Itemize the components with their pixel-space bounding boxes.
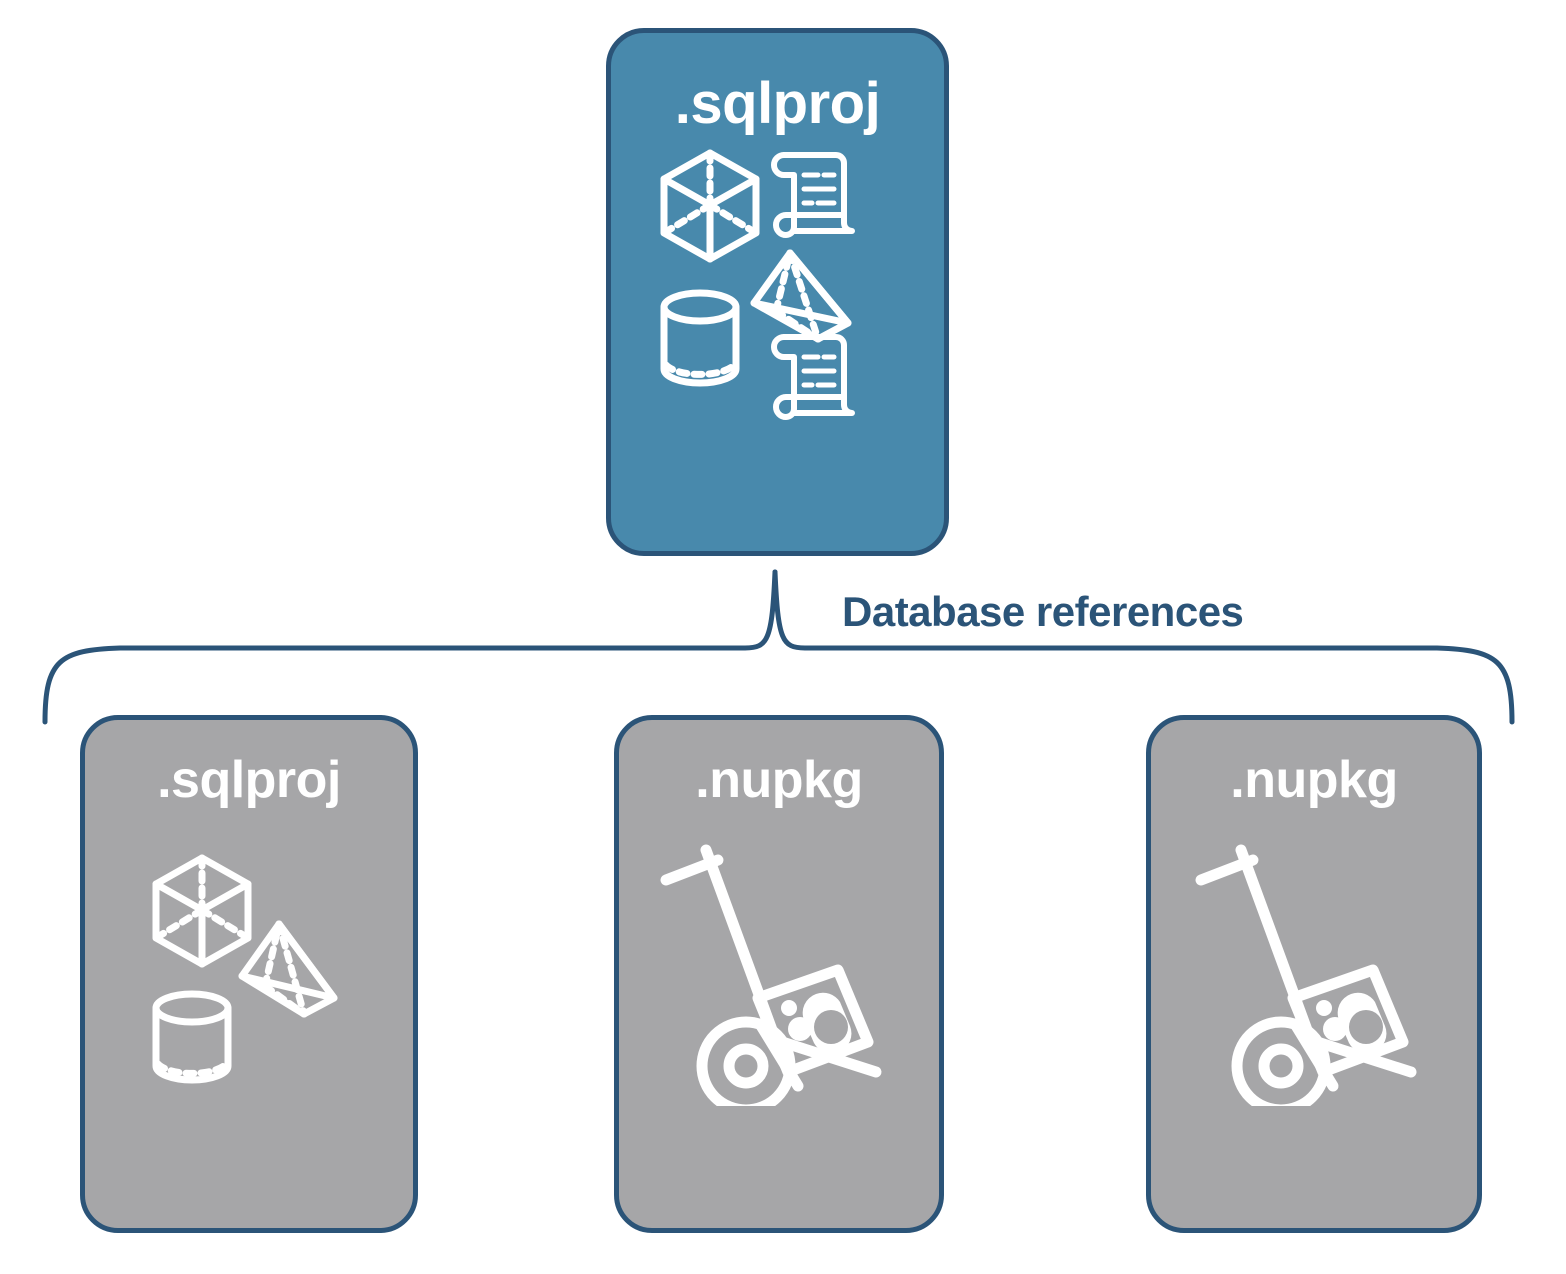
script-scroll-icon — [770, 152, 855, 238]
cube-icon — [152, 854, 252, 968]
hand-truck-package-icon — [1195, 844, 1417, 1106]
cylinder-icon — [660, 289, 739, 387]
script-scroll-icon — [770, 334, 855, 420]
ref-nupkg-2-icon-group — [1195, 844, 1417, 1106]
node-ref-sqlproj[interactable]: .sqlproj — [80, 715, 418, 1233]
node-ref-nupkg-2-label: .nupkg — [1230, 751, 1398, 809]
pyramid-icon — [750, 249, 851, 343]
hand-truck-package-icon — [660, 844, 882, 1106]
node-ref-sqlproj-label: .sqlproj — [157, 751, 341, 809]
pyramid-icon — [238, 920, 338, 1018]
node-ref-nupkg-2[interactable]: .nupkg — [1146, 715, 1482, 1233]
package-hole-icon — [814, 1010, 848, 1044]
node-ref-nupkg-1[interactable]: .nupkg — [614, 715, 944, 1233]
node-ref-nupkg-1-label: .nupkg — [695, 751, 863, 809]
cube-icon — [660, 149, 759, 263]
connector-label: Database references — [842, 588, 1244, 635]
cylinder-icon — [152, 990, 232, 1084]
ref-nupkg-1-icon-group — [660, 844, 882, 1106]
node-root-sqlproj[interactable]: .sqlproj — [606, 28, 949, 556]
package-hole-icon — [1349, 1010, 1383, 1044]
node-root-label: .sqlproj — [674, 71, 881, 136]
ref-sqlproj-icon-group — [152, 854, 338, 1084]
root-icon-group — [660, 149, 855, 420]
